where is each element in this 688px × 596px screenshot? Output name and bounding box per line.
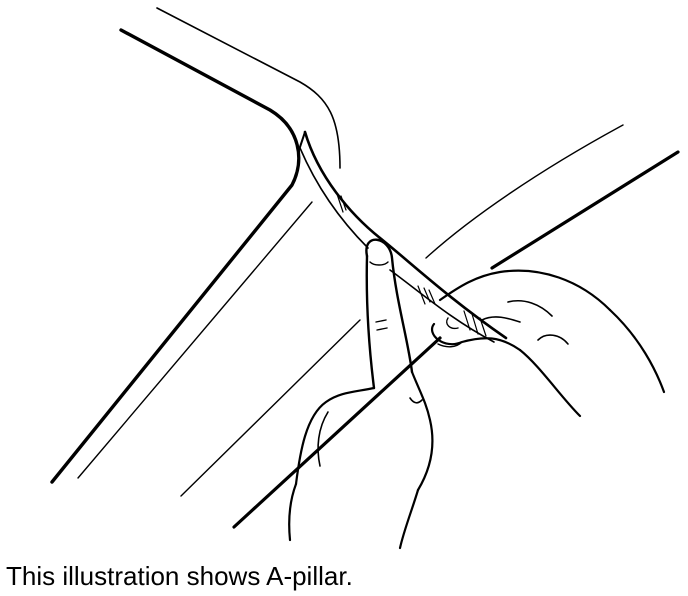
right-hand-illustration [431,269,666,418]
glass-reflection-line [180,319,361,497]
door-window-lower-edge [232,336,442,529]
door-outer-line [425,124,624,259]
windshield-frame [50,28,301,484]
left-hand-illustration [288,238,434,550]
roof-outer-edge [156,7,341,169]
a-pillar-illustration [50,7,680,550]
door-window-edge [490,150,680,270]
figure-caption: This illustration shows A-pillar. [6,561,353,591]
windshield-inner-edge [77,201,313,479]
a-pillar-trim [298,130,508,343]
